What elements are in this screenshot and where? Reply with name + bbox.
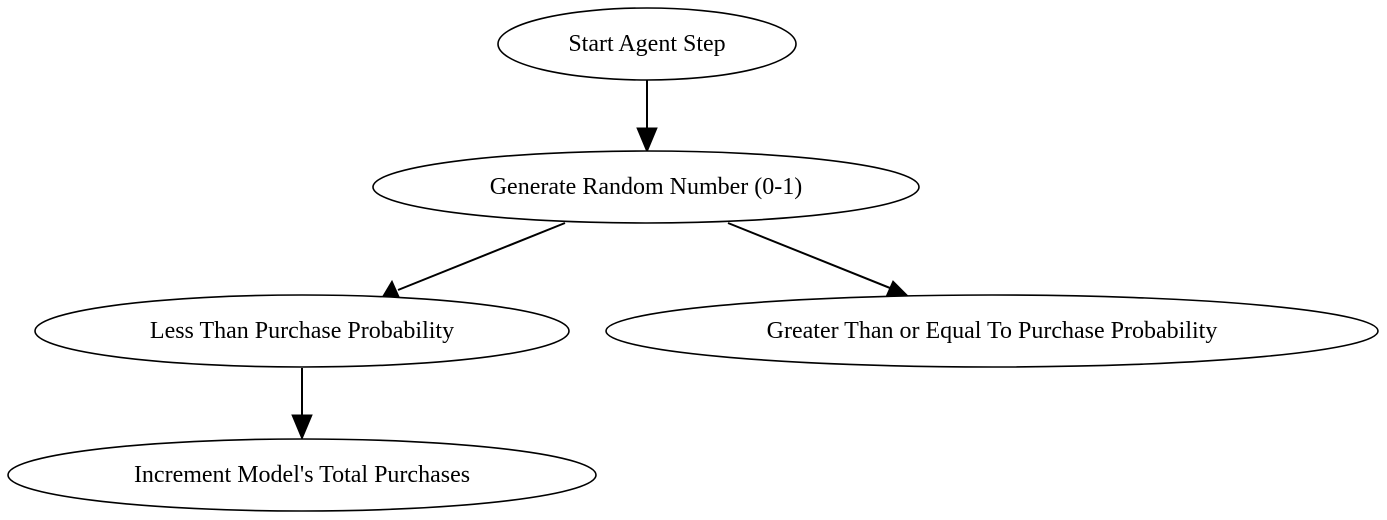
edge-generate-to-greater	[727, 222, 910, 300]
edge-less-to-increment	[291, 368, 313, 441]
node-generate: Generate Random Number (0-1)	[372, 150, 920, 224]
node-start: Start Agent Step	[497, 7, 797, 81]
node-generate-label: Generate Random Number (0-1)	[490, 174, 803, 200]
node-greater-label: Greater Than or Equal To Purchase Probab…	[767, 318, 1218, 344]
node-less-label: Less Than Purchase Probability	[150, 318, 454, 344]
node-increment-label: Increment Model's Total Purchases	[134, 462, 470, 488]
node-increment: Increment Model's Total Purchases	[7, 438, 597, 512]
node-greater: Greater Than or Equal To Purchase Probab…	[605, 294, 1379, 368]
edge-start-to-generate	[636, 80, 658, 154]
edge-generate-to-less	[382, 222, 566, 300]
node-less: Less Than Purchase Probability	[34, 294, 570, 368]
node-start-label: Start Agent Step	[568, 31, 725, 57]
